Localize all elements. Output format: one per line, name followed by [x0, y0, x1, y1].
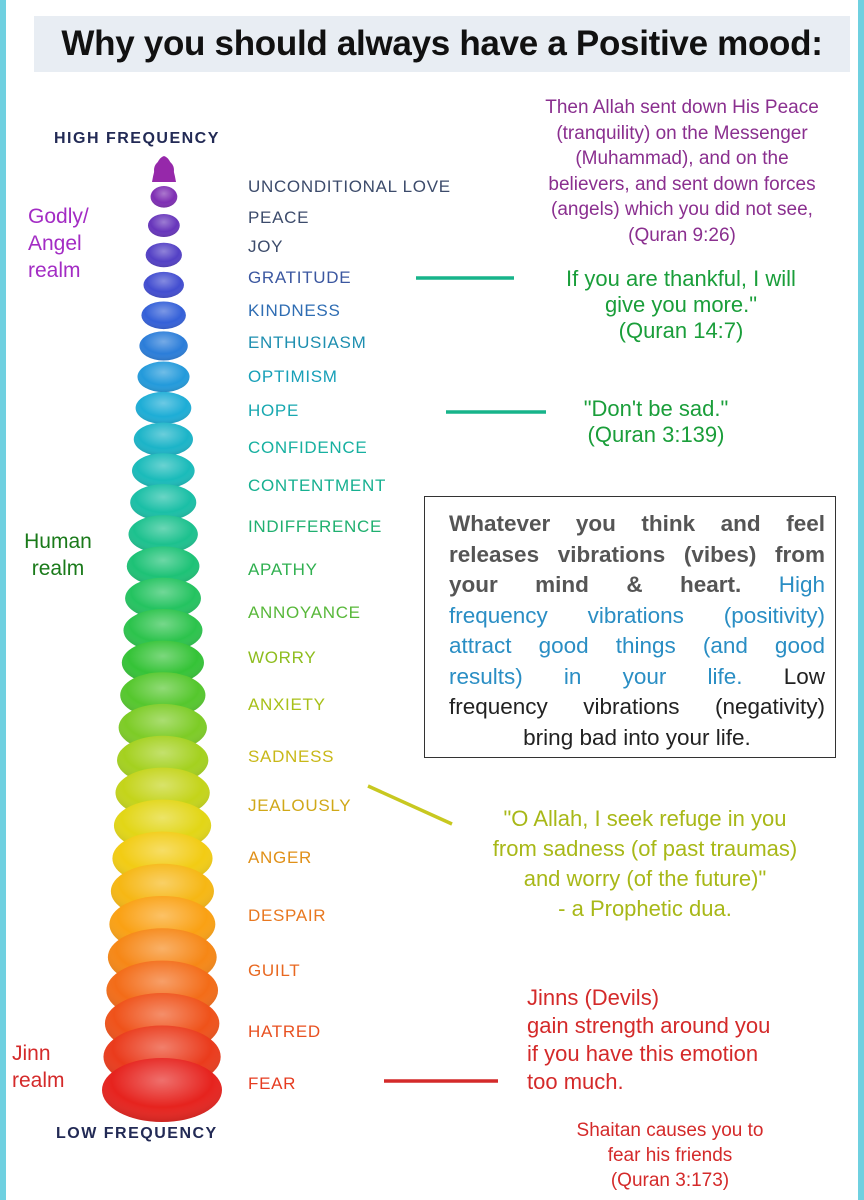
quote-hope: "Don't be sad." (Quran 3:139): [546, 396, 766, 448]
info-line: bring bad into your life.: [523, 724, 751, 750]
quote-line: Jinns (Devils): [527, 985, 660, 1010]
quote-line: Then Allah sent down His Peace: [545, 97, 819, 118]
info-line: frequency vibrations (positivity): [449, 602, 825, 628]
spiral-ring-shade: [130, 484, 197, 521]
spiral-ring-shade: [126, 546, 200, 587]
quote-shaitan: Shaitan causes you to fear his friends (…: [530, 1118, 810, 1193]
quote-jinn: Jinns (Devils) gain strength around you …: [527, 984, 847, 1096]
realm-line: Angel: [28, 232, 82, 255]
emotion-peace: PEACE: [248, 208, 310, 227]
quote-line: from sadness (of past traumas): [492, 836, 798, 861]
emotion-hope: HOPE: [248, 401, 299, 420]
quote-peace: Then Allah sent down His Peace (tranquil…: [512, 95, 852, 248]
info-line: releases vibrations (vibes) from: [449, 541, 825, 567]
connector-lines: [367, 276, 546, 1083]
spiral-ring-shade: [145, 242, 182, 268]
quote-line: (tranquility) on the Messenger: [556, 122, 808, 144]
connector-jealously: [367, 784, 453, 826]
info-line: Low: [783, 663, 825, 689]
spiral-ring-shade: [141, 301, 186, 330]
spiral-ring-shade: [102, 1058, 222, 1122]
info-line: attract good things (and good: [449, 633, 825, 658]
emotion-despair: DESPAIR: [248, 906, 327, 925]
high-frequency-label: HIGH FREQUENCY: [54, 130, 220, 147]
quote-line: fear his friends: [607, 1145, 733, 1166]
realm-line: realm: [31, 557, 85, 580]
quote-line: too much.: [527, 1069, 624, 1094]
emotion-joy: JOY: [248, 237, 284, 256]
spiral-ring-shade: [131, 453, 195, 489]
emotion-unconditional-love: UNCONDITIONAL LOVE: [248, 177, 451, 196]
info-line: High: [778, 572, 825, 597]
realm-line: Human: [24, 530, 92, 553]
quote-line: (Quran 9:26): [628, 224, 736, 246]
quote-prophetic-dua: "O Allah, I seek refuge in you from sadn…: [450, 804, 840, 924]
vibrations-info-box: Whatever you think and feel releases vib…: [424, 496, 836, 758]
emotion-indifference: INDIFFERENCE: [248, 517, 383, 536]
emotion-hatred: HATRED: [248, 1022, 321, 1041]
emotion-contentment: CONTENTMENT: [248, 476, 387, 495]
emotion-enthusiasm: ENTHUSIASM: [248, 333, 367, 352]
realm-line: Jinn: [12, 1042, 51, 1065]
realm-line: realm: [12, 1069, 65, 1092]
quote-line: if you have this emotion: [527, 1041, 759, 1066]
quote-line: (Quran 3:173): [610, 1170, 730, 1191]
quote-line: - a Prophetic dua.: [558, 896, 732, 921]
quote-gratitude: If you are thankful, I will give you mor…: [536, 266, 826, 344]
quote-line: (angels) which you did not see,: [551, 199, 813, 220]
info-line: Whatever you think and feel: [449, 511, 825, 536]
emotion-confidence: CONFIDENCE: [248, 438, 368, 457]
realm-line: Godly/: [28, 205, 89, 228]
frequency-spiral: [102, 156, 222, 1122]
infographic: Why you should always have a Positive mo…: [6, 0, 858, 1200]
quote-line: (Quran 3:139): [587, 422, 725, 447]
spiral-ring-shade: [147, 213, 180, 238]
spiral-ring-shade: [137, 361, 190, 393]
emotion-guilt: GUILT: [248, 961, 301, 980]
spiral-ring-shade: [139, 331, 188, 361]
info-line: frequency vibrations (negativity): [449, 694, 825, 719]
emotion-anger: ANGER: [248, 848, 312, 867]
realm-line: realm: [28, 259, 81, 282]
quote-line: (Quran 14:7): [618, 318, 744, 343]
spiral-ring-shade: [135, 391, 192, 425]
spiral-ring-shade: [143, 271, 184, 298]
emotion-fear: FEAR: [248, 1074, 297, 1093]
godly-angel-realm-label: Godly/ Angel realm: [28, 203, 89, 284]
quote-line: gain strength around you: [527, 1013, 771, 1038]
spiral-ring-shade: [121, 640, 204, 685]
emotion-sadness: SADNESS: [248, 747, 335, 766]
spiral-ring-shade: [125, 577, 201, 619]
info-line: your mind & heart.: [449, 572, 742, 597]
quote-line: give you more.": [604, 292, 758, 317]
spiral-ring-shade: [128, 515, 198, 554]
human-realm-label: Human realm: [18, 528, 98, 582]
quote-line: "O Allah, I seek refuge in you: [503, 806, 787, 831]
info-line: results) in your life.: [449, 663, 743, 689]
emotion-kindness: KINDNESS: [248, 301, 341, 320]
quote-line: "Don't be sad.": [583, 396, 729, 421]
quote-line: and worry (of the future)": [523, 866, 767, 891]
emotion-optimism: OPTIMISM: [248, 367, 338, 386]
emotion-apathy: APATHY: [248, 560, 318, 579]
page-title: Why you should always have a Positive mo…: [34, 16, 850, 72]
quote-line: If you are thankful, I will: [566, 266, 796, 291]
emotion-jealously: JEALOUSLY: [248, 796, 352, 815]
spiral-ring-shade: [150, 186, 178, 208]
spiral-ring-shade: [120, 672, 206, 718]
quote-line: Shaitan causes you to: [576, 1120, 764, 1141]
jinn-realm-label: Jinn realm: [12, 1040, 65, 1094]
spiral-ring-shade: [133, 422, 193, 457]
emotion-annoyance: ANNOYANCE: [248, 603, 361, 622]
low-frequency-label: LOW FREQUENCY: [56, 1125, 218, 1142]
quote-line: (Muhammad), and on the: [575, 148, 789, 169]
spiral-tip: [152, 156, 176, 182]
emotion-gratitude: GRATITUDE: [248, 268, 352, 287]
spiral-ring-shade: [123, 609, 203, 652]
quote-line: believers, and sent down forces: [548, 173, 816, 195]
emotion-worry: WORRY: [248, 648, 317, 667]
emotion-anxiety: ANXIETY: [248, 695, 326, 714]
